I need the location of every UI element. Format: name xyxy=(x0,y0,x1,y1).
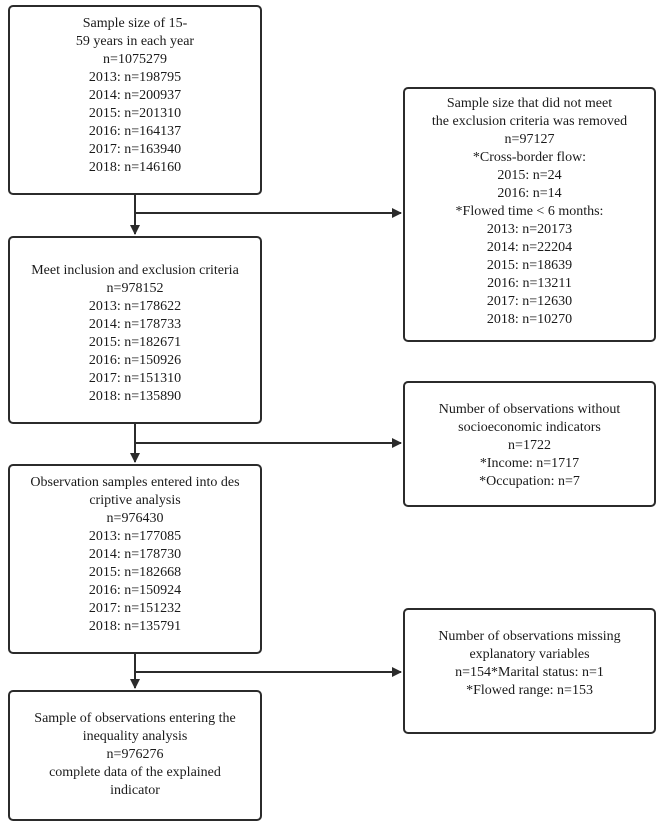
box-line: n=1075279 xyxy=(103,52,167,67)
box-line: Sample size that did not meet xyxy=(446,96,613,111)
box-line: 2015: n=18639 xyxy=(486,258,573,273)
box-line: n=97127 xyxy=(504,132,555,147)
box-line: Number of observations without xyxy=(438,402,621,417)
box-line: 2014: n=178730 xyxy=(88,547,182,562)
box-line: Sample size of 15- xyxy=(82,16,188,31)
box-line: inequality analysis xyxy=(82,729,188,744)
box-line: criptive analysis xyxy=(89,493,181,508)
box-line: 2018: n=146160 xyxy=(88,160,182,175)
box-line: Observation samples entered into des xyxy=(30,475,240,490)
flow-box-missing-socioeconomic: Number of observations without socioecon… xyxy=(403,381,656,507)
box-line: explanatory variables xyxy=(469,647,590,662)
box-line: 2018: n=135791 xyxy=(88,619,182,634)
box-line: 2016: n=150926 xyxy=(88,353,182,368)
box-line: 2016: n=150924 xyxy=(88,583,182,598)
box-line: 2013: n=177085 xyxy=(88,529,182,544)
box-line: Sample of observations entering the xyxy=(34,711,236,726)
box-line: 2017: n=151310 xyxy=(88,371,182,386)
box-line: 2018: n=10270 xyxy=(486,312,573,327)
box-line: 2017: n=163940 xyxy=(88,142,182,157)
box-line: n=976430 xyxy=(106,511,164,526)
box-line: n=1722 xyxy=(508,438,551,453)
box-line: 2016: n=13211 xyxy=(487,276,572,291)
box-line: 2018: n=135890 xyxy=(88,389,182,404)
box-line: 2016: n=14 xyxy=(497,186,562,201)
box-line: 2015: n=24 xyxy=(497,168,562,183)
box-line: 2015: n=201310 xyxy=(88,106,182,121)
box-line: 59 years in each year xyxy=(75,34,195,49)
box-line: 2017: n=12630 xyxy=(486,294,573,309)
box-line: 2015: n=182671 xyxy=(88,335,182,350)
box-line: 2013: n=20173 xyxy=(486,222,573,237)
flow-box-missing-explanatory: Number of observations missing explanato… xyxy=(403,608,656,734)
box-line: *Occupation: n=7 xyxy=(479,474,580,489)
box-line: 2017: n=151232 xyxy=(88,601,182,616)
box-line: n=978152 xyxy=(106,281,164,296)
box-line: *Cross-border flow: xyxy=(472,150,587,165)
box-line: 2014: n=178733 xyxy=(88,317,182,332)
box-line: 2013: n=178622 xyxy=(88,299,182,314)
box-line: the exclusion criteria was removed xyxy=(431,114,628,129)
box-line: 2013: n=198795 xyxy=(88,70,182,85)
box-line: 2016: n=164137 xyxy=(88,124,182,139)
flow-box-inclusion-criteria: Meet inclusion and exclusion criteria n=… xyxy=(8,236,262,424)
box-line: *Flowed time < 6 months: xyxy=(455,204,604,219)
flow-box-initial-sample: Sample size of 15- 59 years in each year… xyxy=(8,5,262,195)
box-line: indicator xyxy=(110,783,160,798)
box-line: 2014: n=22204 xyxy=(486,240,573,255)
box-line: 2015: n=182668 xyxy=(88,565,182,580)
box-line: *Flowed range: n=153 xyxy=(466,683,593,698)
box-line: Meet inclusion and exclusion criteria xyxy=(31,263,239,278)
flow-box-inequality-analysis: Sample of observations entering the ineq… xyxy=(8,690,262,821)
box-line: *Income: n=1717 xyxy=(479,456,580,471)
box-line: 2014: n=200937 xyxy=(88,88,182,103)
flow-box-descriptive-analysis: Observation samples entered into des cri… xyxy=(8,464,262,654)
box-line: Number of observations missing xyxy=(438,629,621,644)
box-line: n=154*Marital status: n=1 xyxy=(455,665,604,680)
box-line: n=976276 xyxy=(106,747,164,762)
box-line: complete data of the explained xyxy=(49,765,221,780)
flow-box-excluded-criteria: Sample size that did not meet the exclus… xyxy=(403,87,656,342)
box-line: socioeconomic indicators xyxy=(458,420,601,435)
